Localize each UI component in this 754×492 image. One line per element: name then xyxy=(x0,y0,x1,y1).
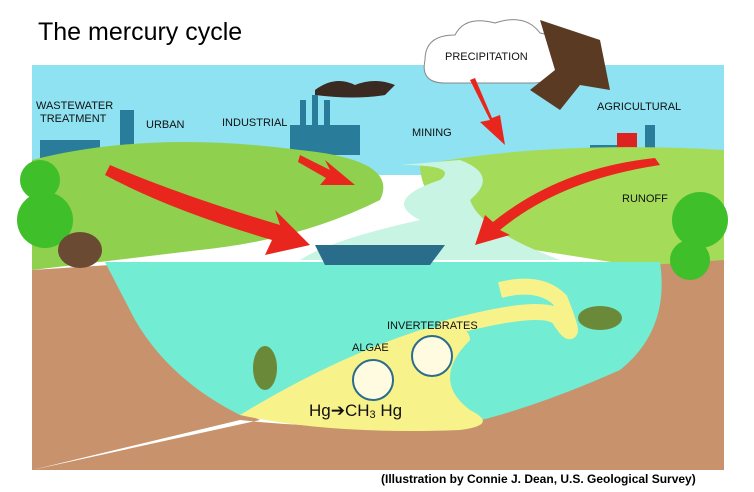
fish xyxy=(578,306,622,330)
factory-smoke xyxy=(315,81,395,98)
label-agricultural: AGRICULTURAL xyxy=(597,101,682,113)
methylation-reaction: Hg➔CH3 Hg xyxy=(309,401,402,421)
trees xyxy=(17,160,728,280)
precipitation-cloud xyxy=(423,19,563,84)
page-title: The mercury cycle xyxy=(38,18,243,46)
illustration-credit: (Illustration by Connie J. Dean, U.S. Ge… xyxy=(381,472,696,486)
reaction-arrow-icon: ➔ xyxy=(330,401,345,420)
label-industrial: INDUSTRIAL xyxy=(222,117,288,129)
algae-circle xyxy=(352,359,394,401)
label-mining: MINING xyxy=(412,127,452,139)
right-hills xyxy=(420,147,724,280)
label-runoff: RUNOFF xyxy=(622,193,668,205)
label-algae: ALGAE xyxy=(352,342,389,354)
reaction-from: Hg xyxy=(309,401,331,420)
mercury-flow-arrows xyxy=(105,78,660,255)
label-urban: URBAN xyxy=(146,119,185,131)
invertebrates-circle xyxy=(411,335,453,377)
fish xyxy=(253,346,277,390)
food-chain-arrow xyxy=(437,278,578,340)
reaction-to-prefix: CH xyxy=(344,401,370,420)
label-precipitation: PRECIPITATION xyxy=(445,51,528,63)
label-treatment: TREATMENT xyxy=(40,113,107,125)
eagle xyxy=(530,20,610,110)
fishing-boat xyxy=(315,245,445,265)
label-wastewater: WASTEWATER xyxy=(36,100,114,112)
soil xyxy=(32,260,724,470)
reaction-to-suffix: Hg xyxy=(375,401,403,420)
raccoon xyxy=(58,232,102,268)
reaction-to-subscript: 3 xyxy=(369,409,376,421)
label-invertebrates: INVERTEBRATES xyxy=(387,320,478,332)
